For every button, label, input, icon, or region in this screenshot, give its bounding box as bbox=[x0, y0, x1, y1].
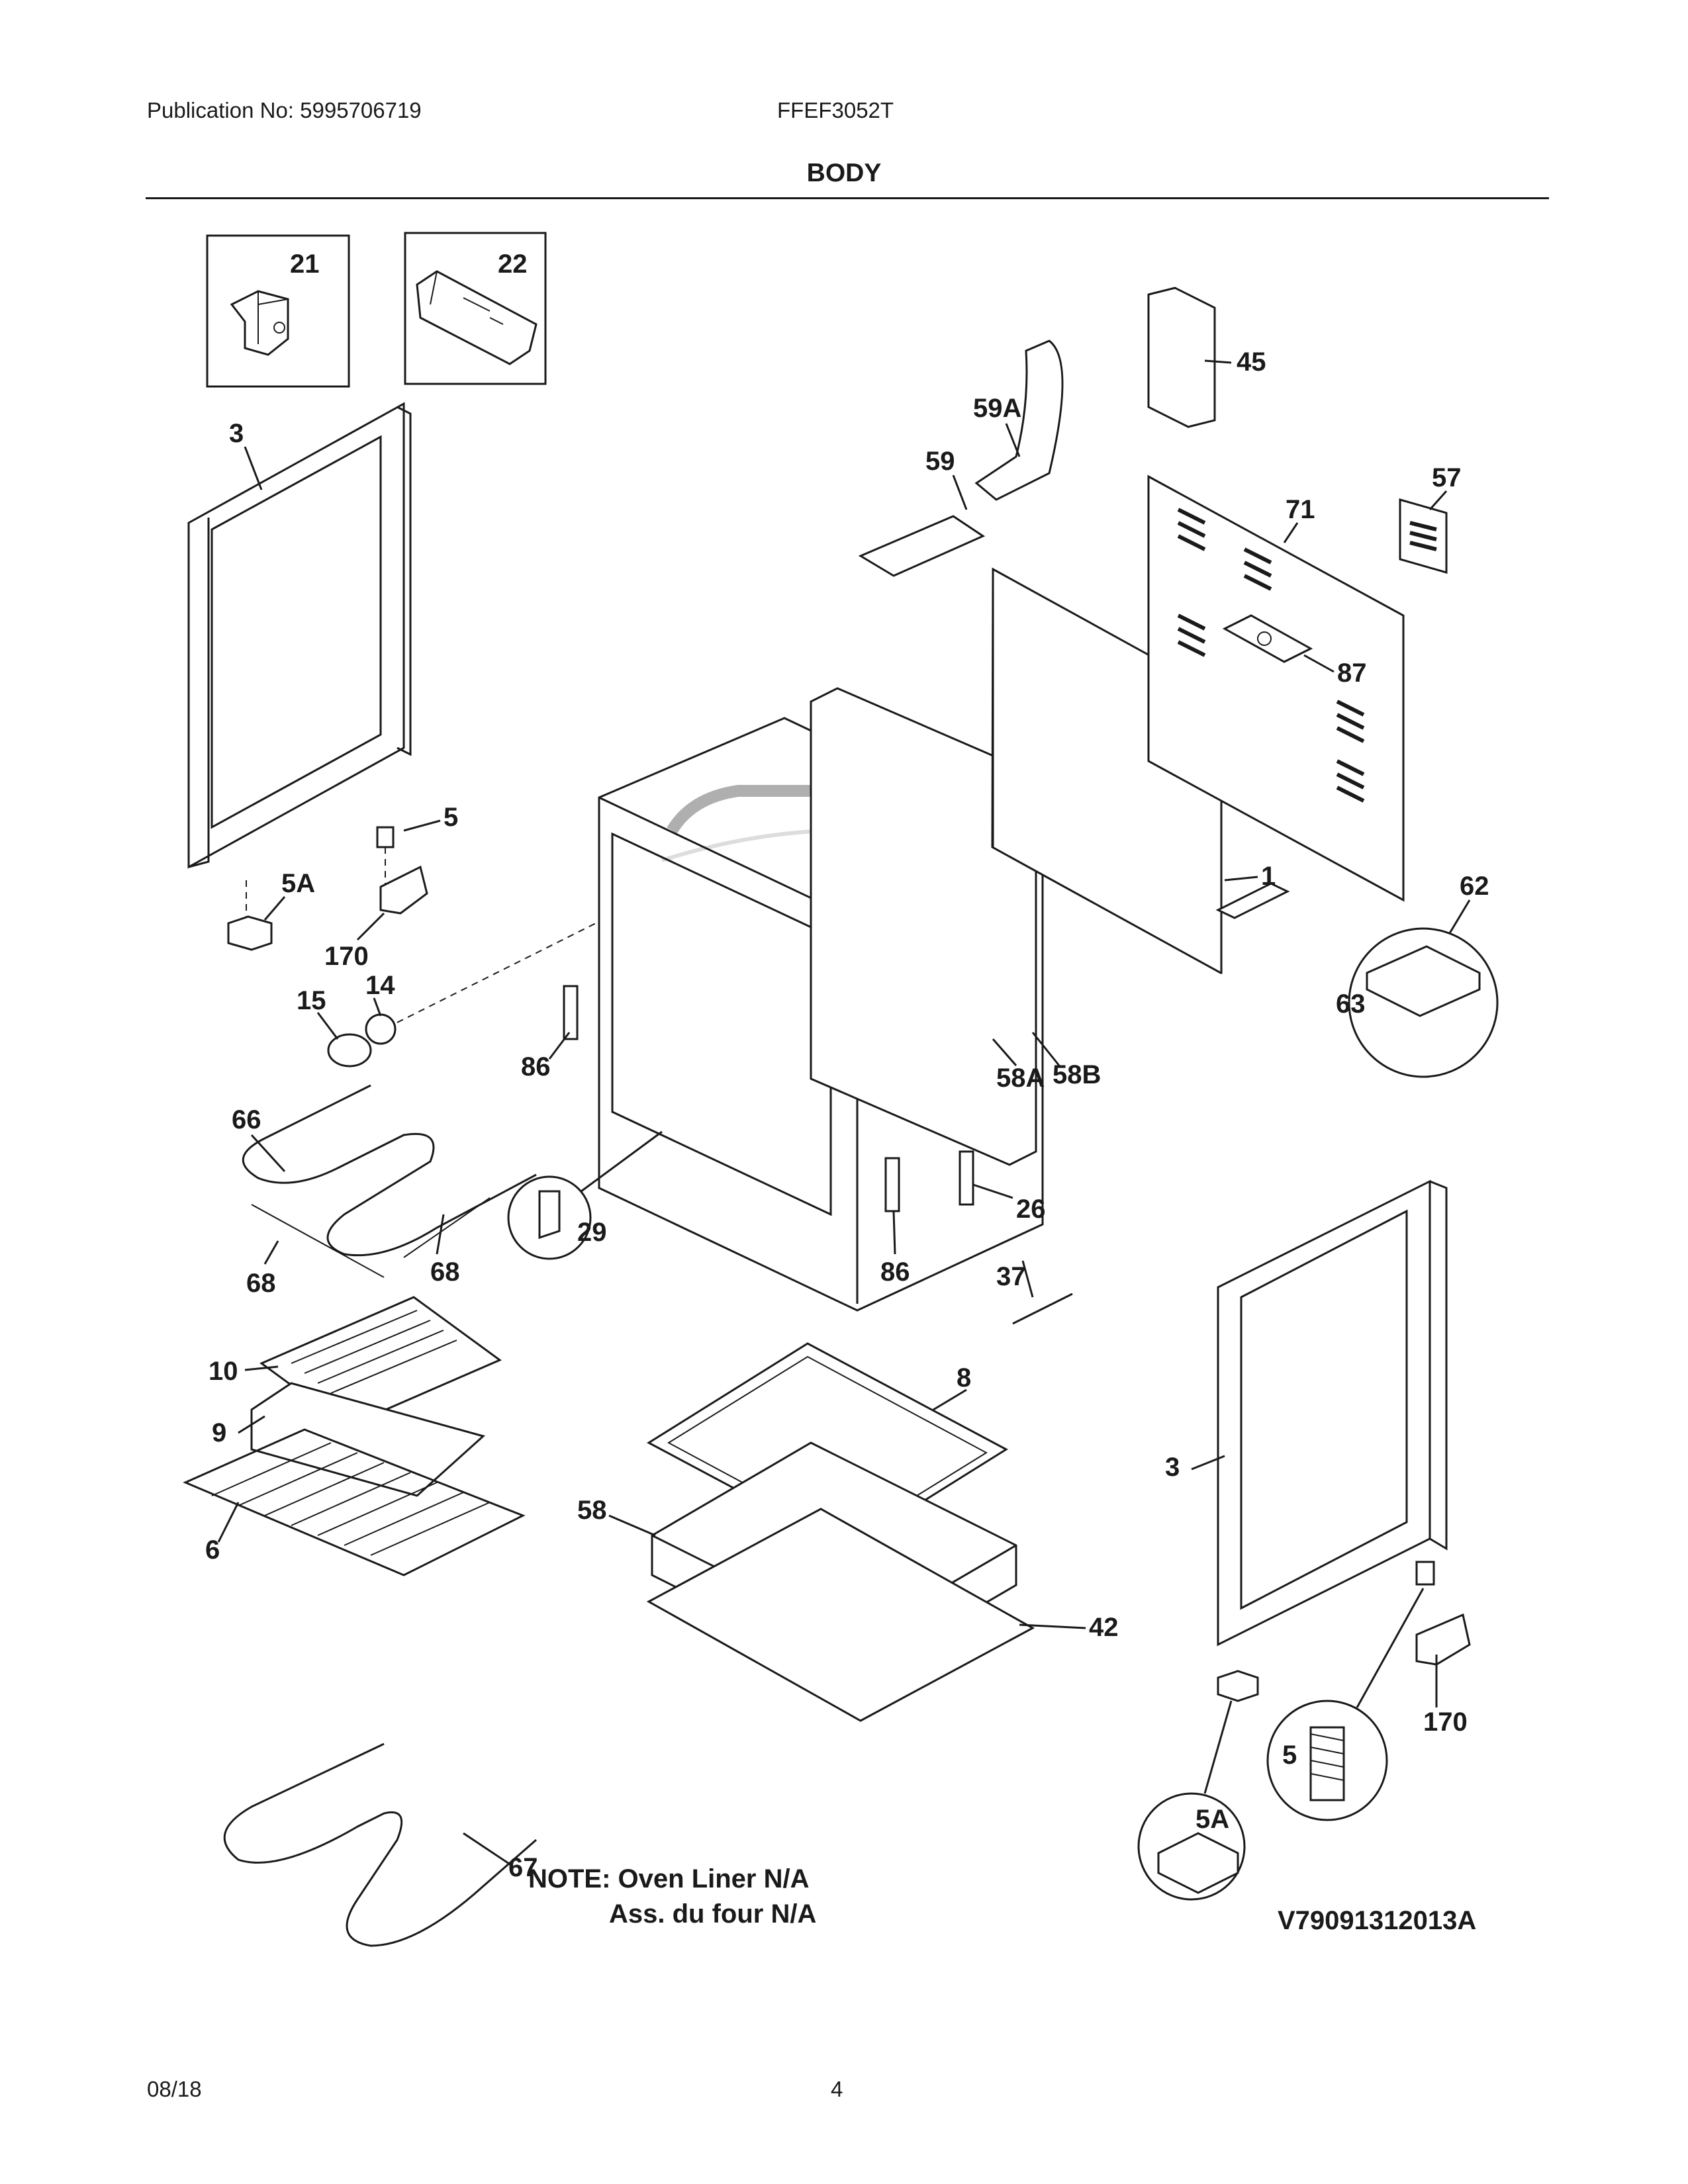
inset-box-21 bbox=[206, 234, 350, 388]
callout-86-upper: 86 bbox=[521, 1052, 551, 1081]
callout-9: 9 bbox=[212, 1418, 226, 1447]
broil-element-66 bbox=[242, 1084, 537, 1257]
page-number: 4 bbox=[831, 2077, 843, 2101]
inset-box-22 bbox=[404, 232, 547, 385]
oven-light-assembly bbox=[327, 913, 616, 1068]
callout-57: 57 bbox=[1432, 463, 1462, 492]
header-divider bbox=[146, 197, 1549, 199]
terminal-block-62 bbox=[1215, 882, 1499, 1078]
callout-67: 67 bbox=[508, 1853, 538, 1882]
callout-86-lower: 86 bbox=[880, 1257, 910, 1287]
rear-shield-71 bbox=[1147, 475, 1405, 902]
callout-8: 8 bbox=[957, 1363, 971, 1392]
callout-10: 10 bbox=[209, 1357, 238, 1386]
callout-15: 15 bbox=[297, 986, 326, 1015]
vent-duct-59 bbox=[858, 515, 986, 577]
callout-22: 22 bbox=[498, 250, 528, 279]
model-number: FFEF3052T bbox=[777, 98, 894, 122]
leader-lines bbox=[217, 359, 1471, 1868]
callout-59: 59 bbox=[925, 447, 955, 476]
side-panel-right bbox=[1217, 1179, 1448, 1647]
callout-45: 45 bbox=[1237, 347, 1266, 377]
terminal-block-plate-87 bbox=[1222, 614, 1313, 663]
callout-3-right: 3 bbox=[1165, 1453, 1180, 1482]
hinge-receptacle-26 bbox=[959, 1150, 974, 1206]
broiler-pan-9 bbox=[250, 1382, 486, 1497]
oven-rack-6 bbox=[183, 1428, 526, 1576]
element-support-68 bbox=[251, 1197, 491, 1278]
hinge-receptacle-86-upper bbox=[563, 985, 579, 1040]
callout-37: 37 bbox=[996, 1262, 1026, 1291]
drawing-id: V79091312013A bbox=[1278, 1906, 1476, 1935]
callout-62: 62 bbox=[1460, 872, 1489, 901]
leveling-leg-left bbox=[376, 826, 395, 887]
callout-3-left: 3 bbox=[229, 419, 244, 448]
anti-tip-bracket-left bbox=[379, 865, 428, 915]
leveling-leg-detail-5 bbox=[1266, 1561, 1435, 1821]
callout-66: 66 bbox=[232, 1105, 261, 1134]
callout-58a: 58A bbox=[996, 1064, 1045, 1093]
bake-element-67 bbox=[223, 1743, 537, 1947]
callout-14: 14 bbox=[365, 971, 395, 1000]
section-title: BODY bbox=[806, 159, 882, 187]
callout-68-left: 68 bbox=[246, 1269, 276, 1298]
callout-42: 42 bbox=[1089, 1613, 1119, 1642]
temperature-sensor-37 bbox=[1012, 1293, 1073, 1325]
anti-tip-bracket-right bbox=[1415, 1613, 1471, 1666]
vent-duct-59a bbox=[974, 340, 1064, 501]
callout-170-right: 170 bbox=[1423, 1707, 1468, 1737]
callout-21: 21 bbox=[290, 250, 320, 279]
clip-detail-29 bbox=[507, 1130, 663, 1260]
callout-58b: 58B bbox=[1053, 1060, 1101, 1089]
note-line-2: Ass. du four N/A bbox=[609, 1899, 816, 1929]
vent-cover-57 bbox=[1399, 498, 1448, 574]
callout-1: 1 bbox=[1261, 862, 1276, 891]
callout-5-detail: 5 bbox=[1282, 1741, 1297, 1770]
publication-number: Publication No: 5995706719 bbox=[147, 98, 422, 122]
callout-170: 170 bbox=[324, 942, 369, 971]
callout-26: 26 bbox=[1016, 1195, 1046, 1224]
callout-68-right: 68 bbox=[430, 1257, 460, 1287]
side-panel-left bbox=[187, 402, 412, 869]
callout-6: 6 bbox=[205, 1535, 220, 1565]
leg-mount-5a-left bbox=[227, 880, 273, 951]
callout-58: 58 bbox=[577, 1496, 607, 1525]
callout-59a: 59A bbox=[973, 394, 1021, 423]
callout-71: 71 bbox=[1286, 495, 1315, 524]
vent-duct-45 bbox=[1147, 287, 1216, 428]
callout-5a: 5A bbox=[281, 869, 315, 898]
footer-date: 08/18 bbox=[147, 2077, 202, 2101]
callout-87: 87 bbox=[1337, 659, 1367, 688]
callout-5a-detail: 5A bbox=[1196, 1805, 1229, 1834]
callout-29: 29 bbox=[577, 1218, 607, 1247]
note-line-1: NOTE: Oven Liner N/A bbox=[528, 1864, 810, 1893]
leg-mount-5a-right bbox=[1137, 1670, 1259, 1901]
callout-5: 5 bbox=[444, 803, 458, 832]
hinge-receptacle-86-lower bbox=[884, 1157, 900, 1212]
bottom-panel-42 bbox=[646, 1508, 1035, 1722]
callout-63: 63 bbox=[1336, 989, 1366, 1019]
